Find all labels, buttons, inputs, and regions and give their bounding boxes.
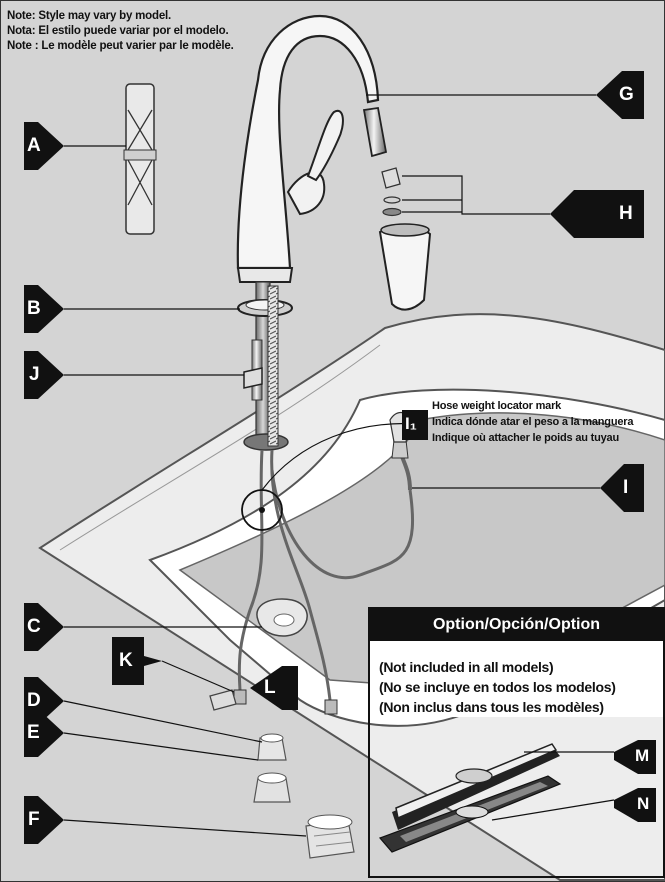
cartridge bbox=[124, 84, 156, 234]
hose-weight bbox=[257, 599, 307, 636]
hose-callout-en: Hose weight locator mark bbox=[432, 398, 633, 414]
note-en: Note: Style may vary by model. bbox=[7, 9, 234, 24]
option-note-fr: (Non inclus dans tous les modèles) bbox=[379, 697, 663, 717]
option-title: Option/Opción/Option bbox=[370, 609, 663, 641]
adapter-d bbox=[258, 734, 286, 760]
adapter-e bbox=[254, 773, 290, 802]
mounting-nut bbox=[210, 690, 236, 710]
note-es: Nota: El estilo puede variar por el mode… bbox=[7, 24, 234, 39]
adapter-f bbox=[306, 815, 354, 858]
option-note-en: (Not included in all models) bbox=[379, 657, 663, 677]
hose-weight-callout: Hose weight locator mark Indica dónde at… bbox=[432, 398, 633, 446]
faucet-body bbox=[238, 16, 386, 282]
hose-callout-es: Indica dónde atar el peso a la manguera bbox=[432, 414, 633, 430]
spray-head-parts bbox=[380, 168, 430, 310]
option-note-es: (No se incluye en todos los modelos) bbox=[379, 677, 663, 697]
hose-callout-fr: Indique où attacher le poids au tuyau bbox=[432, 430, 633, 446]
option-notes: (Not included in all models) (No se incl… bbox=[370, 641, 663, 717]
note-fr: Note : Le modèle peut varier par le modè… bbox=[7, 39, 234, 54]
option-box: Option/Opción/Option (Not included in al… bbox=[368, 607, 665, 878]
model-note: Note: Style may vary by model. Nota: El … bbox=[7, 9, 234, 54]
